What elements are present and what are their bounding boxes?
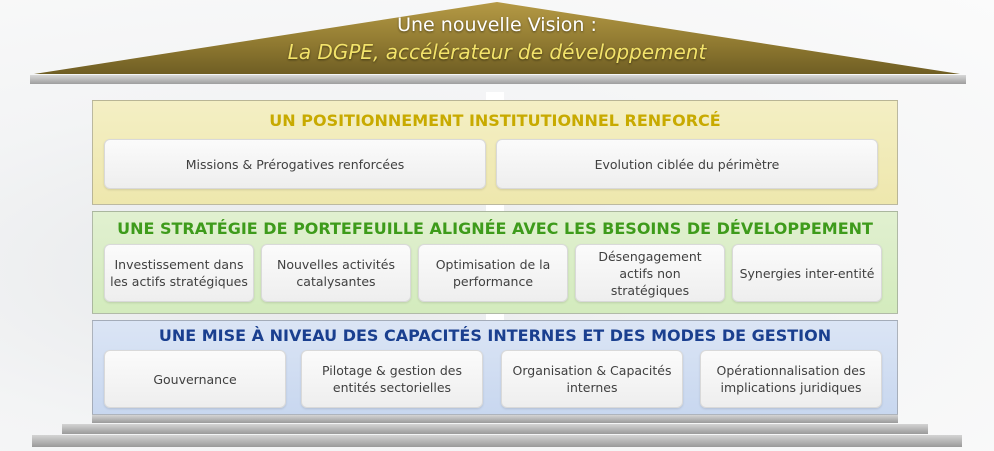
band-title: UNE MISE À NIVEAU DES CAPACITÉS INTERNES… <box>158 326 832 345</box>
band-capacites: UNE MISE À NIVEAU DES CAPACITÉS INTERNES… <box>92 320 898 415</box>
card-synergies: Synergies inter-entité <box>732 244 882 302</box>
base-steps <box>32 415 962 447</box>
roof <box>30 2 966 84</box>
band-positionnement: UN POSITIONNEMENT INSTITUTIONNEL RENFORC… <box>92 100 898 205</box>
band-title: UN POSITIONNEMENT INSTITUTIONNEL RENFORC… <box>269 111 721 130</box>
connector <box>486 92 504 100</box>
card-optimisation: Optimisation de la performance <box>418 244 568 302</box>
vision-title-line2: La DGPE, accélérateur de développement <box>287 40 707 64</box>
connector <box>486 313 504 320</box>
step-top <box>92 415 898 423</box>
card-organisation: Organisation & Capacités internes <box>501 350 683 408</box>
vision-title: Une nouvelle Vision : La DGPE, accélérat… <box>0 12 994 66</box>
vision-title-line1: Une nouvelle Vision : <box>397 14 597 36</box>
roof-triangle <box>34 2 960 74</box>
roof-eave <box>30 75 966 84</box>
band-title: UNE STRATÉGIE DE PORTEFEUILLE ALIGNÉE AV… <box>117 219 873 238</box>
band-strategie: UNE STRATÉGIE DE PORTEFEUILLE ALIGNÉE AV… <box>92 211 898 314</box>
card-nouvelles-activites: Nouvelles activités catalysantes <box>261 244 411 302</box>
step-middle <box>62 424 928 434</box>
card-perimetre: Evolution ciblée du périmètre <box>496 139 878 189</box>
card-gouvernance: Gouvernance <box>104 350 286 408</box>
card-investissement: Investissement dans les actifs stratégiq… <box>104 244 254 302</box>
connector <box>486 204 504 211</box>
step-bottom <box>32 435 962 447</box>
card-pilotage: Pilotage & gestion des entités sectoriel… <box>301 350 483 408</box>
card-operationnalisation: Opérationnalisation des implications jur… <box>700 350 882 408</box>
card-desengagement: Désengagement actifs non stratégiques <box>575 244 725 302</box>
card-missions: Missions & Prérogatives renforcées <box>104 139 486 189</box>
